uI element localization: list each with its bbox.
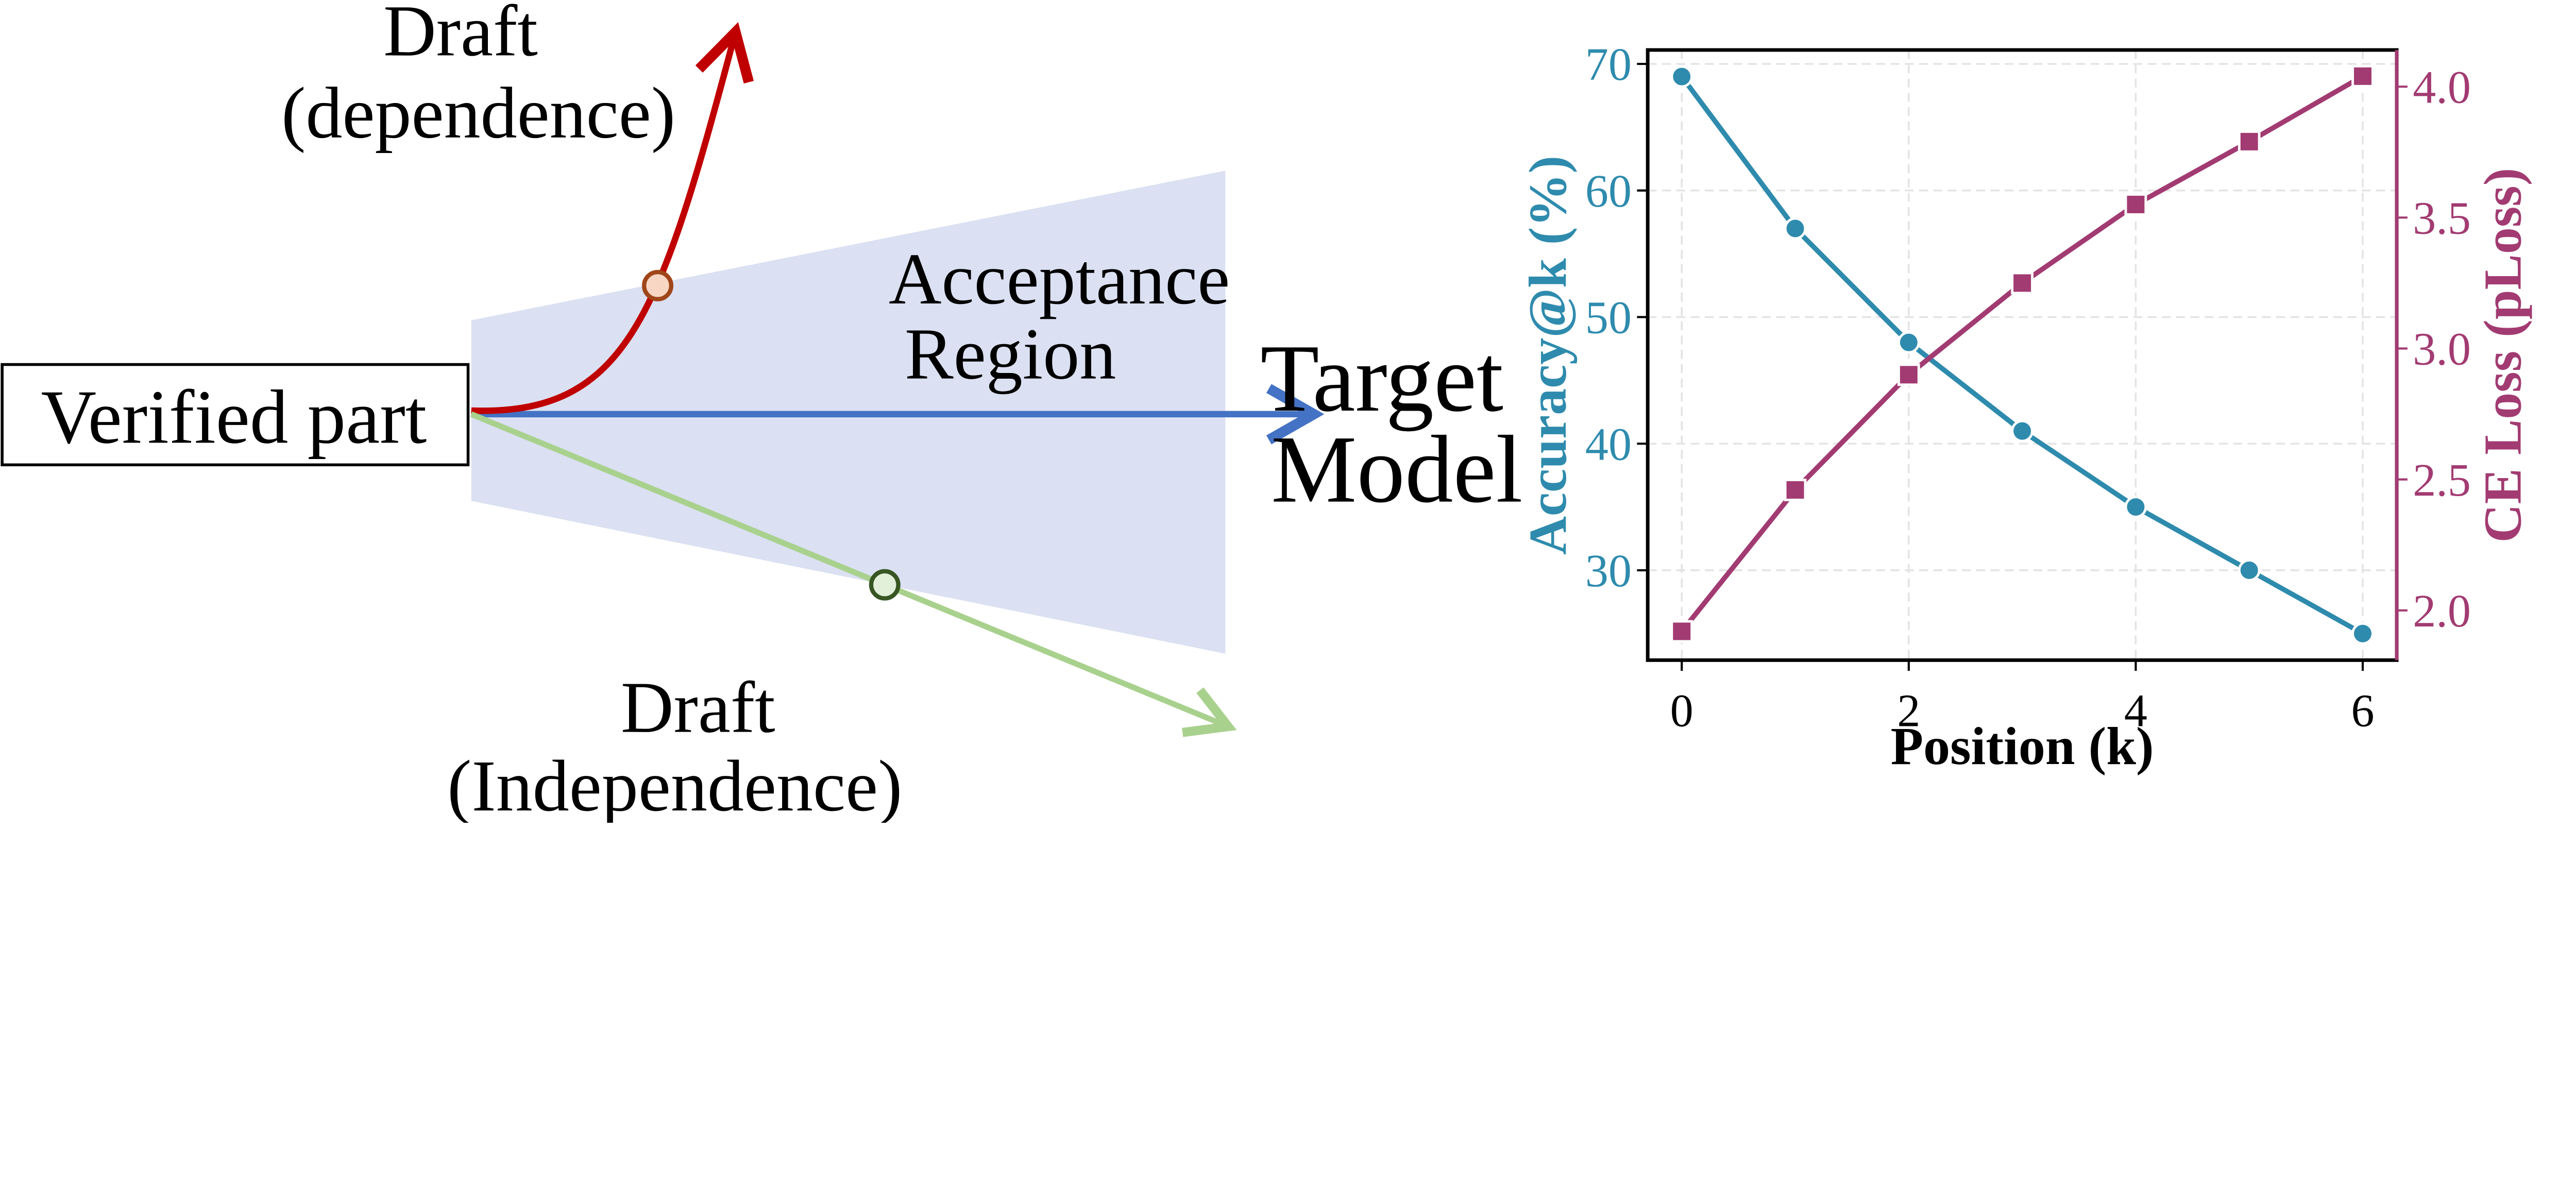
plot-frame — [1646, 48, 2399, 662]
draft-independence-subtitle: (Independence) — [447, 745, 902, 823]
left-y-axis-label: Accuracy@k (%) — [1518, 156, 1578, 555]
draft-dependence-title: Draft — [383, 0, 538, 71]
dependence-draft-curve — [471, 22, 754, 414]
accuracy-line — [1680, 75, 2364, 636]
ce-loss-point — [1897, 363, 1920, 386]
accuracy-loss-chart: 0 2 4 6 30 40 50 60 70 2.0 2.5 3.0 3.5 4.0 Position (… — [1518, 39, 2533, 776]
x-tick-label: 2 — [1897, 686, 1920, 737]
verified-part-label: Verified part — [41, 375, 427, 460]
verified-part-box — [1, 363, 470, 467]
right-y-tick-label: 3.5 — [2413, 193, 2471, 244]
right-y-tick-label: 2.0 — [2413, 586, 2471, 637]
x-tick-label: 6 — [2351, 686, 2374, 737]
ticks: 0 2 4 6 30 40 50 60 70 2.0 2.5 3.0 3.5 4.0 — [1585, 39, 2471, 736]
right-y-tick-label: 4.0 — [2413, 62, 2471, 113]
independence-exit-point — [869, 569, 901, 601]
independence-draft-line — [470, 411, 1237, 737]
model-label: Model — [1271, 416, 1522, 523]
figure: Verified part Draft (dependence) Accepta… — [1, 0, 2533, 823]
left-y-tick-label: 30 — [1585, 546, 1632, 597]
accuracy-point — [1784, 217, 1807, 240]
right-y-tick-label: 2.5 — [2413, 455, 2471, 506]
x-tick-label: 0 — [1670, 686, 1693, 737]
speculative-decoding-diagram: Verified part Draft (dependence) Accepta… — [1, 0, 1523, 823]
draft-dependence-subtitle: (dependence) — [281, 72, 675, 154]
target-label: Target — [1260, 325, 1503, 432]
ce-loss-line — [1680, 74, 2364, 633]
ce-loss-point — [2011, 272, 2033, 295]
acceptance-label: Acceptance — [889, 238, 1230, 319]
ce-loss-point — [1784, 479, 1807, 501]
ce-loss-point — [2124, 193, 2147, 216]
grid — [1648, 50, 2397, 660]
x-tick-label: 4 — [2124, 686, 2147, 737]
region-label: Region — [905, 313, 1116, 395]
accuracy-point — [1670, 65, 1693, 88]
x-axis-label: Position (k) — [1891, 717, 2154, 776]
series — [1670, 65, 2374, 645]
left-y-tick-label: 50 — [1585, 293, 1632, 344]
left-y-tick-label: 40 — [1585, 419, 1632, 470]
accuracy-point — [2011, 419, 2033, 443]
ce-loss-point — [2238, 130, 2261, 153]
ce-loss-point — [2351, 65, 2374, 88]
accuracy-point — [2351, 622, 2374, 645]
accuracy-point — [1897, 331, 1920, 354]
accuracy-point — [2124, 496, 2147, 518]
accuracy-point — [2238, 559, 2261, 582]
dependence-exit-point — [642, 269, 673, 301]
draft-independence-title: Draft — [621, 667, 775, 748]
left-y-tick-label: 60 — [1585, 166, 1632, 217]
right-y-tick-label: 3.0 — [2413, 324, 2471, 375]
left-y-tick-label: 70 — [1585, 39, 1632, 90]
right-y-axis-label: CE Loss (pLoss) — [2473, 168, 2533, 543]
ce-loss-point — [1670, 620, 1693, 643]
